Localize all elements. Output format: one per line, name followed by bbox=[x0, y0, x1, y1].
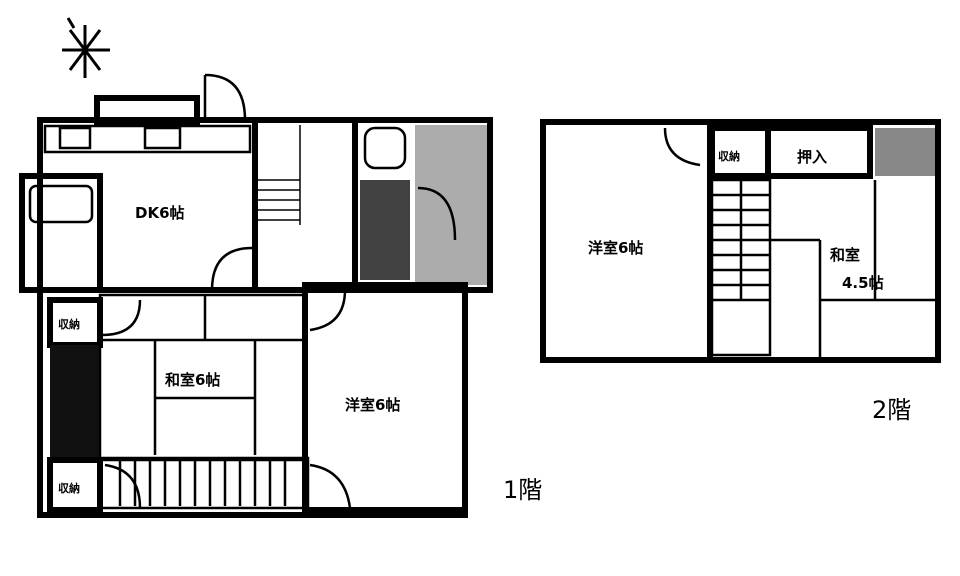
room-label-washitsu-2f: 和室 bbox=[830, 246, 860, 264]
stair-2f bbox=[710, 178, 772, 357]
room-label-storage-2f: 収納 bbox=[718, 149, 740, 163]
room-bath bbox=[19, 173, 103, 293]
room-label-oshiire: 押入 bbox=[797, 148, 827, 166]
room-yoshitsu-2f bbox=[540, 119, 713, 363]
stair-corridor bbox=[252, 117, 358, 293]
room-label-storage-bottom: 収納 bbox=[58, 481, 80, 495]
room-yoshitsu bbox=[302, 282, 468, 513]
north-star-icon bbox=[62, 17, 110, 78]
first-floor-plan: DK6帖 和室6帖 洋室6帖 収納 収納 1階 bbox=[19, 73, 542, 518]
floor-label-2f: 2階 bbox=[872, 396, 911, 424]
room-washitsu bbox=[98, 293, 307, 462]
floor-label-1f: 1階 bbox=[503, 476, 542, 504]
second-floor-plan: 洋室6帖 収納 押入 和室 4.5帖 2階 bbox=[540, 119, 941, 424]
veranda bbox=[98, 456, 310, 510]
room-label-storage-top: 収納 bbox=[58, 317, 80, 331]
room-label-yoshitsu: 洋室6帖 bbox=[345, 396, 400, 414]
room-label-washitsu: 和室6帖 bbox=[165, 371, 220, 389]
room-label-dk: DK6帖 bbox=[135, 204, 185, 222]
room-label-yoshitsu-2f: 洋室6帖 bbox=[588, 239, 643, 257]
oshiire bbox=[765, 125, 873, 179]
room-label-washitsu-2f-size: 4.5帖 bbox=[842, 274, 884, 292]
